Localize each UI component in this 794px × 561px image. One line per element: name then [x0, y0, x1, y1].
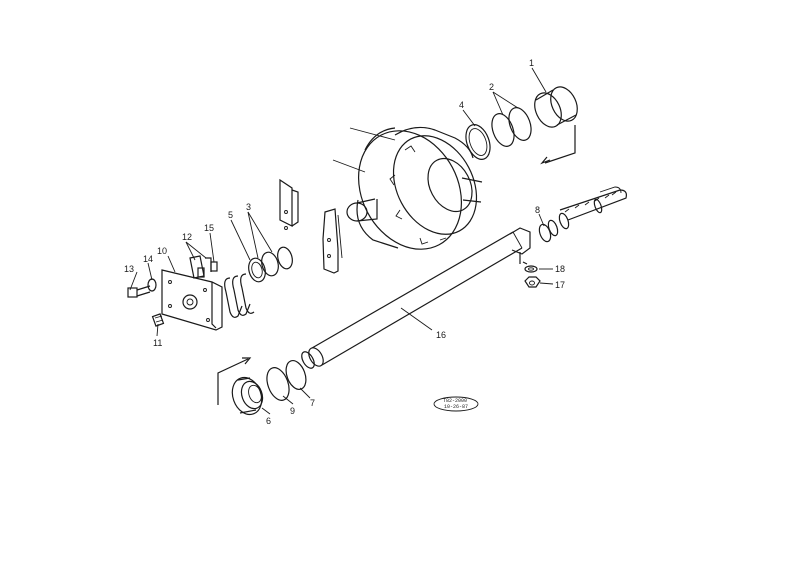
- callout-1: 1: [529, 58, 534, 68]
- assembly-arrow-left: [217, 357, 252, 405]
- callout-6: 6: [266, 416, 271, 426]
- callout-4: 4: [459, 100, 464, 110]
- callout-16: 16: [436, 330, 446, 340]
- callout-8: 8: [535, 205, 540, 215]
- axle-housing: [332, 126, 483, 250]
- callout-13: 13: [124, 264, 134, 274]
- callout-7: 7: [310, 398, 315, 408]
- callout-15: 15: [204, 223, 214, 233]
- bearing-seal-6: [231, 376, 264, 416]
- o-ring-pair-2: [491, 107, 532, 147]
- bearing-cup: [534, 86, 578, 128]
- callout-11: 11: [153, 338, 162, 348]
- axle-shaft: [301, 227, 531, 369]
- cover-plate: [161, 269, 223, 331]
- leader-lines: [129, 67, 554, 415]
- callout-5: 5: [228, 210, 233, 220]
- callout-10: 10: [157, 246, 167, 256]
- callout-labels: 1 2 3 4 5 6 7 8 9 10 11 12 13 14 15 16 1…: [124, 58, 565, 426]
- ring-8: [538, 219, 559, 243]
- rings-7-9: [266, 359, 307, 401]
- set-screw-11: [151, 313, 165, 327]
- callout-17: 17: [555, 280, 565, 290]
- stamp-line-2: 10-26-87: [444, 404, 468, 410]
- splined-shaft-end: [558, 186, 627, 230]
- nut-17: [524, 276, 541, 288]
- pin-15: [197, 261, 218, 278]
- callout-3: 3: [246, 202, 251, 212]
- stamp-line-1: T82-2000: [443, 398, 467, 404]
- callout-12: 12: [182, 232, 192, 242]
- reference-stamp: T82-2000 10-26-87: [433, 396, 479, 412]
- assembly-arrow-right: [540, 125, 576, 165]
- retainer-bracket: [279, 178, 343, 274]
- washer-14: [147, 278, 157, 292]
- callout-14: 14: [143, 254, 153, 264]
- washer-18: [524, 265, 538, 273]
- rings-3-5: [248, 246, 293, 283]
- callout-18: 18: [555, 264, 565, 274]
- snap-ring-4: [465, 124, 491, 160]
- callout-2: 2: [489, 82, 494, 92]
- callout-9: 9: [290, 406, 295, 416]
